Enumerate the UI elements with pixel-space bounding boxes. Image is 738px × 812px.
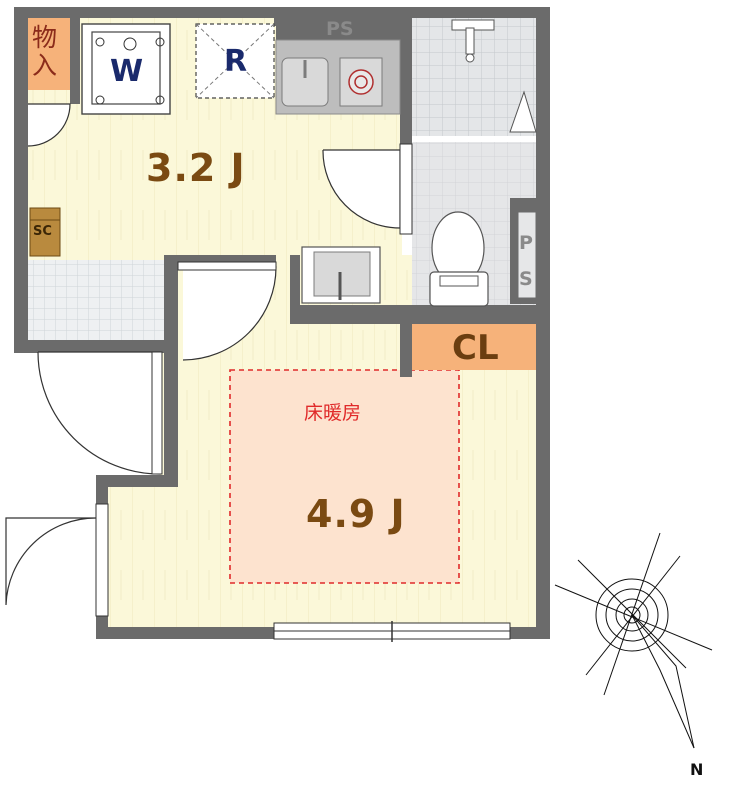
doors <box>5 103 401 606</box>
pipe-space-top-label: PS <box>326 18 354 40</box>
storage-label: 物入 <box>32 23 58 80</box>
main-room-area-label: 4.9 J <box>306 492 406 536</box>
compass-rose <box>554 532 713 749</box>
shoe-closet <box>29 207 61 257</box>
pipe-space-side <box>517 211 537 299</box>
pipe-space-top <box>276 18 400 40</box>
kitchen-door-leaf <box>177 261 277 271</box>
north-label: N <box>690 760 704 779</box>
balcony-door-leaf <box>95 503 109 617</box>
floor-heating-label: 床暖房 <box>304 402 362 424</box>
toilet <box>429 211 489 307</box>
washer-label: W <box>110 54 144 89</box>
sink-basin <box>281 57 329 107</box>
closet-label: CL <box>452 328 499 368</box>
window <box>273 621 511 642</box>
stove-burner-icon <box>348 69 374 95</box>
fridge-label: R <box>224 44 248 79</box>
storage-closet <box>28 18 70 90</box>
pipe-space-side-label-2: S <box>519 268 533 290</box>
shoe-closet-label: SC <box>33 224 52 239</box>
kitchen-area-label: 3.2 J <box>146 146 246 190</box>
entrance-door-leaf <box>151 351 163 475</box>
toilet-door-leaf <box>399 143 413 235</box>
entrance-tile-floor <box>28 260 164 342</box>
bath-corner-shelf <box>509 90 537 133</box>
closet <box>412 324 536 370</box>
floor-heating-area <box>229 369 460 584</box>
pipe-space-side-label-1: P <box>519 232 533 254</box>
